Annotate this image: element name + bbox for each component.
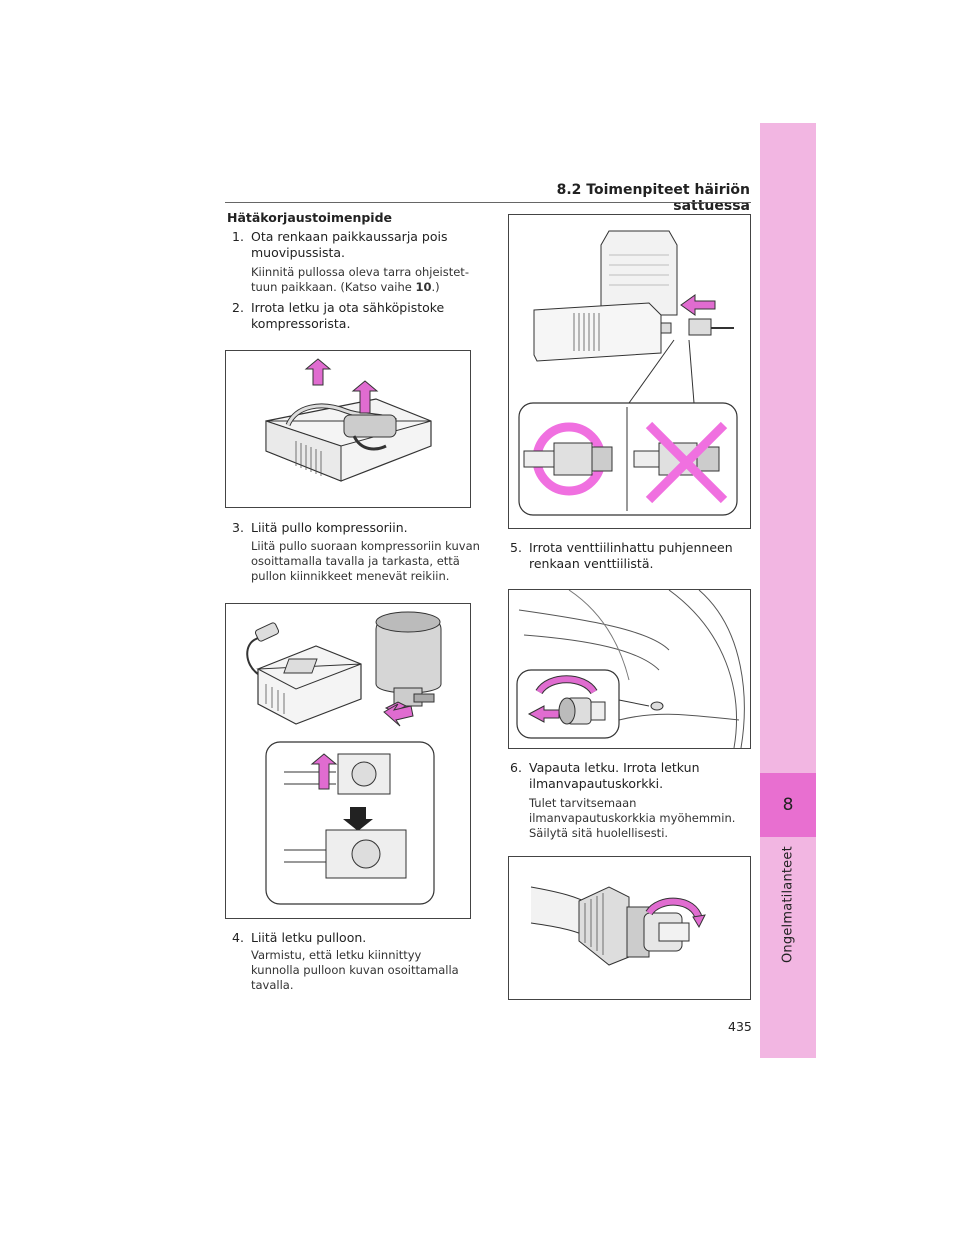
chapter-sidebar	[760, 123, 816, 1058]
step-text-line: Vapauta letku. Irrota letkun	[529, 760, 700, 775]
chapter-number-tab[interactable]: 8	[760, 773, 816, 837]
note-line: pullon kiinnikkeet menevät reikiin.	[251, 569, 450, 583]
header-divider	[225, 202, 751, 203]
step-text-line: renkaan venttiilistä.	[529, 556, 654, 571]
step-number: 5.	[510, 540, 522, 555]
step-1: 1. Ota renkaan paikkaussarja pois muovip…	[232, 229, 482, 261]
step-text-line: Irrota venttiilinhattu puhjenneen	[529, 540, 733, 555]
step-3-note: Liitä pullo suoraan kompressoriin kuvan …	[251, 539, 481, 584]
step-2: 2. Irrota letku ja ota sähköpistoke komp…	[232, 300, 482, 332]
step-6-note: Tulet tarvitsemaan ilmanvapautuskorkkia …	[529, 796, 754, 841]
step-3: 3. Liitä pullo kompressoriin.	[232, 520, 482, 536]
figure-bottle-connection	[225, 603, 471, 919]
procedure-heading: Hätäkorjaustoimenpide	[227, 210, 393, 225]
step-text-line: ilmanvapautuskorkki.	[529, 776, 664, 791]
step-number: 4.	[232, 930, 244, 945]
figure-hose-to-bottle	[508, 214, 751, 529]
figure-hose-cap-removal	[508, 856, 751, 1000]
step-5: 5. Irrota venttiilinhattu puhjenneen ren…	[510, 540, 760, 572]
step-number: 6.	[510, 760, 522, 775]
step-6: 6. Vapauta letku. Irrota letkun ilmanvap…	[510, 760, 760, 792]
note-line: Liitä pullo suoraan kompressoriin kuvan	[251, 539, 480, 553]
note-line: Varmistu, että letku kiinnittyy	[251, 948, 422, 962]
note-text: .)	[431, 280, 440, 294]
note-line: tavalla.	[251, 978, 294, 992]
note-line: Tulet tarvitsemaan	[529, 796, 637, 810]
step-number: 2.	[232, 300, 244, 315]
note-line: tuun paikkaan. (Katso vaihe 10.)	[251, 280, 481, 295]
note-line: ilmanvapautuskorkkia myöhemmin.	[529, 811, 736, 825]
step-1-note: Kiinnitä pullossa oleva tarra ohjeistet-…	[251, 265, 481, 295]
chapter-number: 8	[782, 795, 794, 815]
step-number: 3.	[232, 520, 244, 535]
page-number: 435	[728, 1019, 752, 1034]
note-line: Säilytä sitä huolellisesti.	[529, 826, 669, 840]
step-text-line: kompressorista.	[251, 316, 351, 331]
step-text-line: Irrota letku ja ota sähköpistoke	[251, 300, 445, 315]
note-line: kunnolla pulloon kuvan osoittamalla	[251, 963, 459, 977]
step-number: 1.	[232, 229, 244, 244]
step-4: 4. Liitä letku pulloon.	[232, 930, 482, 946]
step-text-line: muovipussista.	[251, 245, 346, 260]
note-line: Kiinnitä pullossa oleva tarra ohjeistet-	[251, 265, 469, 279]
step-reference: 10	[415, 280, 432, 294]
figure-valve-cap-removal	[508, 589, 751, 749]
note-text: tuun paikkaan. (Katso vaihe	[251, 280, 416, 294]
section-title: 8.2 Toimenpiteet häiriön sattuessa	[556, 182, 750, 214]
step-text-line: Liitä letku pulloon.	[251, 930, 367, 945]
step-text-line: Ota renkaan paikkaussarja pois	[251, 229, 448, 244]
chapter-title: Ongelmatilanteet	[780, 846, 796, 964]
figure-compressor-hose-removal	[225, 350, 471, 508]
step-text-line: Liitä pullo kompressoriin.	[251, 520, 408, 535]
step-4-note: Varmistu, että letku kiinnittyy kunnolla…	[251, 948, 481, 993]
note-line: osoittamalla tavalla ja tarkasta, että	[251, 554, 460, 568]
